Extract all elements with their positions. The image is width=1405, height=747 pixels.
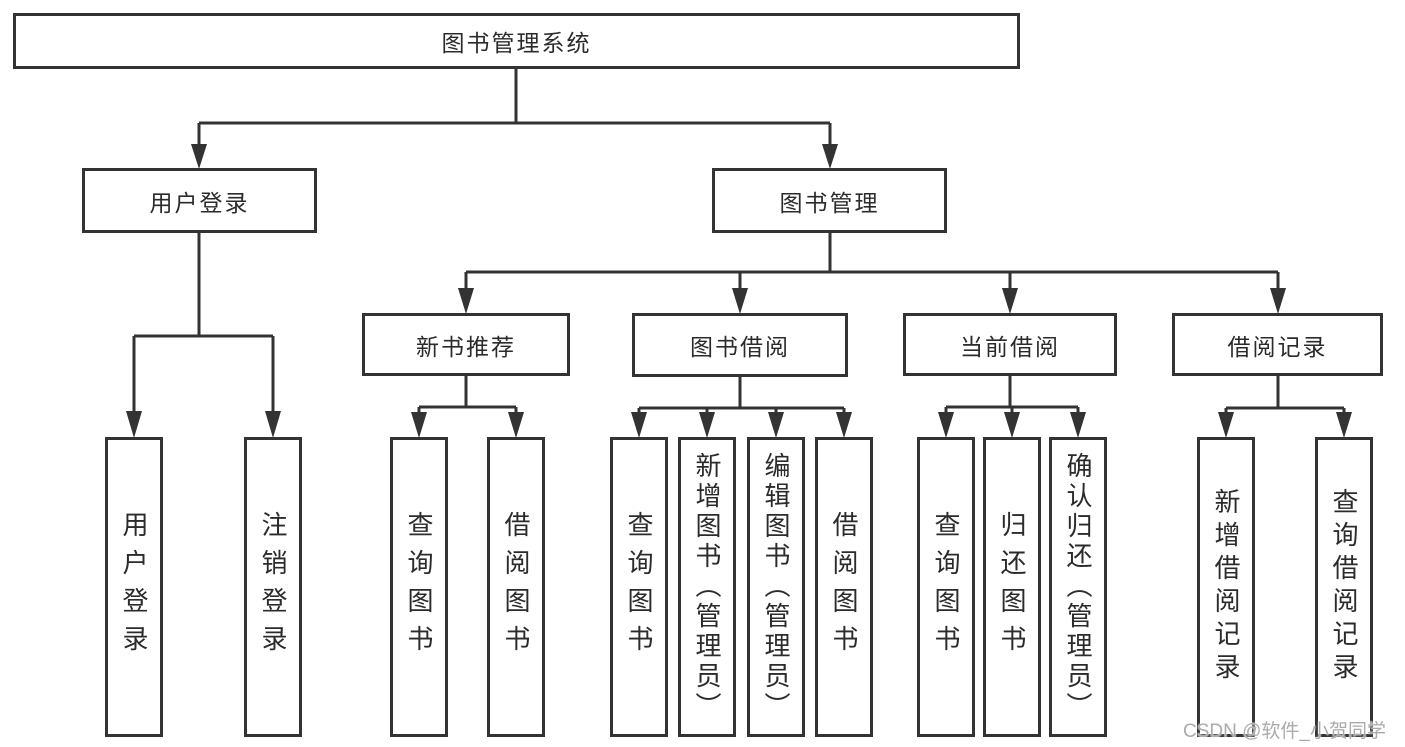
connector-borrowing-records [1218, 376, 1352, 438]
leaf-confirm-return-admin: 确认归还（管理员） [1049, 437, 1107, 737]
node-user-login: 用户登录 [82, 168, 317, 233]
node-new-book-recommend: 新书推荐 [362, 313, 570, 376]
node-book-borrowing-label: 图书借阅 [690, 334, 790, 360]
node-library-system-label: 图书管理系统 [441, 30, 592, 56]
node-book-borrowing: 图书借阅 [632, 313, 848, 377]
csdn-watermark: CSDN @软件_小贺同学 [1183, 721, 1386, 742]
node-borrowing-records: 借阅记录 [1172, 313, 1383, 376]
leaf-edit-book-admin: 编辑图书（管理员） [747, 437, 805, 737]
leaf-user-login: 用户登录 [105, 437, 163, 737]
leaf-query-borrow-record: 查询借阅记录 [1315, 437, 1373, 737]
connector-book-borrowing [631, 377, 852, 438]
leaf-borrow-books-borrowing: 借阅图书 [815, 437, 873, 737]
node-library-system: 图书管理系统 [13, 13, 1020, 69]
node-current-borrowing-label: 当前借阅 [960, 333, 1060, 360]
leaf-return-books: 归还图书 [983, 437, 1041, 737]
leaf-add-book-admin: 新增图书（管理员） [678, 437, 736, 737]
leaf-borrow-books-recommend: 借阅图书 [487, 437, 545, 737]
node-borrowing-records-label: 借阅记录 [1227, 333, 1328, 360]
leaf-query-books-current: 查询图书 [917, 437, 975, 737]
connector-new-book-recommend [411, 376, 524, 438]
node-book-management-label: 图书管理 [779, 189, 880, 216]
connector-current-borrowing [938, 376, 1086, 438]
node-current-borrowing: 当前借阅 [903, 313, 1117, 376]
node-new-book-recommend-label: 新书推荐 [416, 333, 516, 360]
connector-root [191, 69, 838, 169]
leaf-add-borrow-record: 新增借阅记录 [1197, 437, 1255, 737]
leaf-query-books-recommend: 查询图书 [390, 437, 448, 737]
connector-user-login [126, 233, 281, 438]
node-user-login-label: 用户登录 [149, 189, 250, 216]
leaf-query-books-borrowing: 查询图书 [610, 437, 668, 737]
connector-book-management [458, 233, 1286, 314]
leaf-logout: 注销登录 [244, 437, 302, 737]
node-book-management: 图书管理 [712, 168, 947, 233]
